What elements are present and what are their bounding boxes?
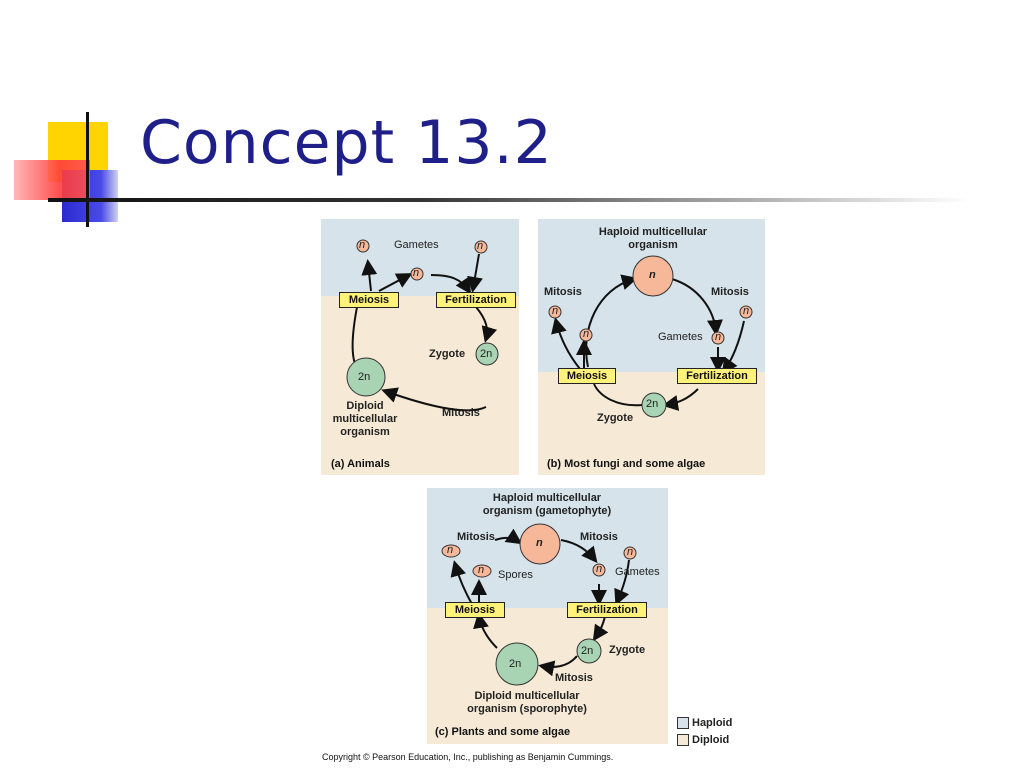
legend-haploid-swatch [677,717,689,729]
meiosis-box: Meiosis [558,368,616,384]
gametes-label: Gametes [615,566,660,578]
cell-n-1: n [359,239,366,251]
haploid-organism-label: Haploid multicellular organism [598,226,708,251]
cell-n-2: n [413,267,420,279]
gametes-label: Gametes [394,239,439,251]
zygote-2n: 2n [646,398,659,410]
cell-n-3: n [477,240,484,252]
horizontal-rule [48,198,968,202]
sporophyte-2n: 2n [509,658,522,670]
mitosis-left-label: Mitosis [544,286,582,298]
fertilization-box: Fertilization [567,602,647,618]
cell-n-b4: n [743,305,750,317]
mitosis-bottom-label: Mitosis [555,672,593,684]
zygote-2n: 2n [581,645,594,657]
copyright-notice: Copyright © Pearson Education, Inc., pub… [322,752,614,762]
panel-animals: n n n Gametes Meiosis Fertilization Zygo… [321,219,519,475]
legend-diploid-swatch [677,734,689,746]
zygote-2n: 2n [480,348,493,360]
cell-n-c1: n [447,544,454,556]
panel-animals-diagram [321,219,519,475]
cell-n-c4: n [627,546,634,558]
mitosis-right-label: Mitosis [711,286,749,298]
haploid-n: n [649,269,656,281]
panel-plants: Haploid multicellular organism (gametoph… [427,488,668,744]
panel-plants-diagram [427,488,668,744]
zygote-label: Zygote [609,644,646,656]
zygote-label: Zygote [429,348,466,360]
cell-n-b2: n [583,328,590,340]
page-title: Concept 13.2 [140,108,553,178]
meiosis-box: Meiosis [339,292,399,308]
vertical-line [86,112,89,227]
diploid-organism-label: Diploid multicellular organism (sporophy… [467,690,587,715]
cell-n-b3: n [715,331,722,343]
cell-n-c3: n [596,563,603,575]
panel-plants-caption: (c) Plants and some algae [435,726,571,738]
legend-haploid-label: Haploid [692,717,733,729]
spores-label: Spores [498,569,533,581]
meiosis-box: Meiosis [445,602,505,618]
cell-n-c2: n [478,564,485,576]
diploid-organism-label: Diploid multicellular organism [332,400,398,438]
diploid-2n: 2n [358,371,371,383]
haploid-n: n [536,537,543,549]
panel-fungi-diagram [538,219,765,475]
panel-animals-caption: (a) Animals [331,458,390,470]
mitosis-left-label: Mitosis [457,531,495,543]
zygote-label: Zygote [597,412,634,424]
red-square [14,160,90,200]
fertilization-box: Fertilization [436,292,516,308]
fertilization-box: Fertilization [677,368,757,384]
haploid-organism-label: Haploid multicellular organism (gametoph… [482,492,612,517]
cell-n-b1: n [552,305,559,317]
panel-fungi: Haploid multicellular organism n Mitosis… [538,219,765,475]
mitosis-right-label: Mitosis [580,531,618,543]
gametes-label: Gametes [658,331,703,343]
legend-diploid-label: Diploid [692,734,730,746]
panel-fungi-caption: (b) Most fungi and some algae [547,458,706,470]
mitosis-label: Mitosis [442,407,480,419]
